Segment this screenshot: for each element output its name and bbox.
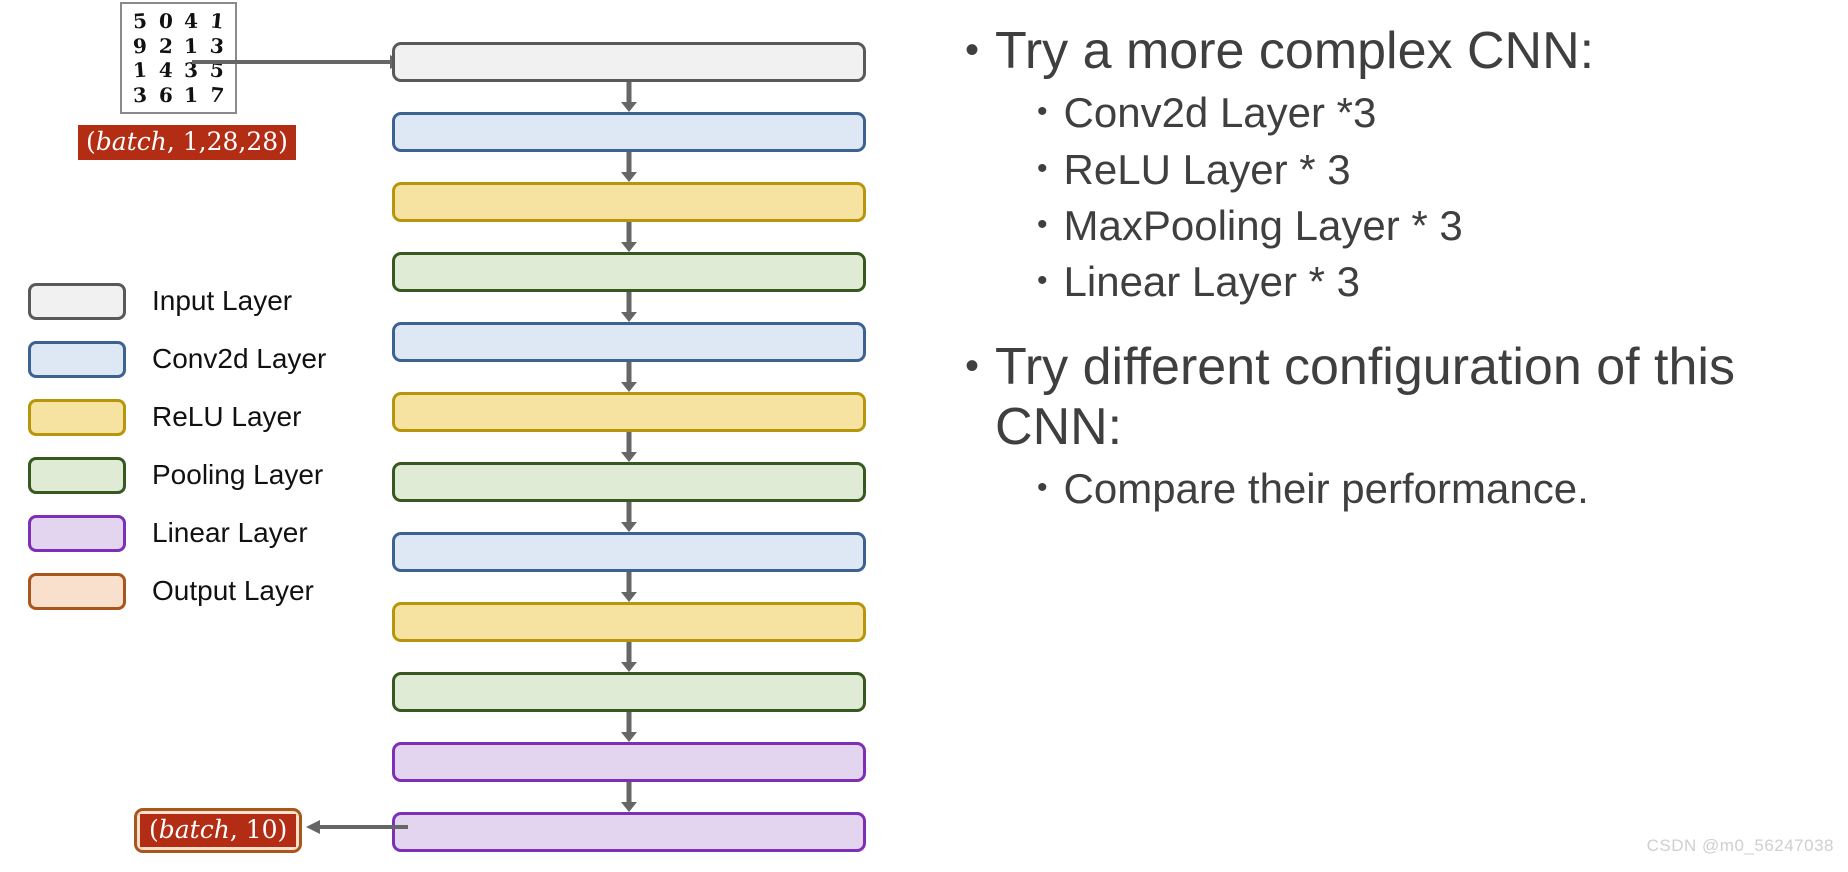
bullet-group: • Try a more complex CNN: • Conv2d Layer *3… [965,22,1825,310]
layer-flow-arrow [621,712,637,742]
input-shape-badge: (batch, 1,28,28) [78,125,296,160]
layer-box-relu[interactable] [392,182,866,222]
mnist-digit: 6 [158,82,174,107]
layer-flow-arrow [621,782,637,812]
bullet-level2-text: MaxPooling Layer * 3 [1063,201,1463,249]
layer-flow-arrow [621,362,637,392]
input-shape-italic: batch [95,127,167,156]
legend-label: ReLU Layer [152,401,302,432]
bullet-dot-icon: • [1037,151,1048,185]
layer-box-pooling[interactable] [392,252,866,292]
mnist-digit: 3 [132,82,148,108]
layer-box-relu[interactable] [392,392,866,432]
legend-swatch [28,572,126,610]
legend-swatch [28,398,126,436]
bullet-dot-icon: • [1037,207,1048,241]
bullet-dot-icon: • [1037,264,1048,298]
mnist-digit: 0 [158,9,174,34]
legend-swatch [28,456,126,494]
bullet-level2-text: Linear Layer * 3 [1063,258,1361,306]
layer-box-linear[interactable] [392,742,866,782]
legend-label: Input Layer [152,285,293,316]
bullet-level1-text: Try a more complex CNN: [995,22,1595,80]
layer-flow-arrow [621,222,637,252]
legend-row: Linear Layer [28,504,326,562]
layer-box-linear[interactable] [392,812,866,852]
legend-row: Pooling Layer [28,446,326,504]
output-shape-rest: , 10) [229,815,288,844]
layer-flow-arrow [621,502,637,532]
bullet-level2: • Compare their performance. [1037,461,1825,517]
layer-box-conv[interactable] [392,322,866,362]
layer-box-input[interactable] [392,42,866,82]
bullet-level2: • MaxPooling Layer * 3 [1037,198,1825,254]
legend-swatch [28,514,126,552]
bullet-dot-icon: • [965,344,980,389]
mnist-digit: 1 [183,82,199,107]
legend-swatch [28,340,126,378]
layer-flow-arrow [621,152,637,182]
legend-label: Linear Layer [152,517,308,548]
layer-flow-arrow [621,432,637,462]
bullet-level1: • Try different configuration of this CNN… [965,338,1825,457]
layer-box-relu[interactable] [392,602,866,642]
bullet-level2: • ReLU Layer * 3 [1037,142,1825,198]
bullet-level2: • Conv2d Layer *3 [1037,85,1825,141]
output-shape-italic: batch [158,815,230,844]
layer-box-conv[interactable] [392,112,866,152]
bullet-level1-text: Try different configuration of this CNN: [995,338,1735,456]
bullet-level2-text: Conv2d Layer *3 [1063,89,1377,137]
legend-swatch [28,282,126,320]
mnist-digit: 4 [158,57,174,83]
output-shape-badge-wrapper: (batch, 10) [134,808,303,853]
layer-box-pooling[interactable] [392,462,866,502]
bullet-group: • Try different configuration of this CNN… [965,338,1825,517]
mnist-digit: 2 [158,33,174,59]
bullet-list-panel: • Try a more complex CNN: • Conv2d Layer *3… [965,22,1825,517]
bullet-dot-icon: • [1037,470,1048,504]
mnist-digit: 5 [132,8,148,34]
input-shape-rest: , 1,28,28) [166,127,288,156]
layer-flow-arrow [621,572,637,602]
legend-row: ReLU Layer [28,388,326,446]
mnist-digit: 7 [208,81,226,108]
legend-label: Output Layer [152,575,314,606]
bullet-level1: • Try a more complex CNN: [965,22,1825,81]
legend-row: Input Layer [28,272,326,330]
mnist-digit: 1 [132,57,148,83]
legend-label: Conv2d Layer [152,343,327,374]
layer-flow-arrow [621,642,637,672]
output-shape-badge: (batch, 10) [140,814,297,847]
bullet-level2-text: Compare their performance. [1063,464,1589,512]
mnist-digit: 9 [132,33,148,59]
layer-box-pooling[interactable] [392,672,866,712]
legend-row: Conv2d Layer [28,330,326,388]
legend-row: Output Layer [28,562,326,620]
bullet-level2-text: ReLU Layer * 3 [1063,145,1351,193]
watermark: CSDN @m0_56247038 [1646,836,1834,855]
bullet-dot-icon: • [965,28,980,72]
bullet-level2: • Linear Layer * 3 [1037,254,1825,310]
layer-box-conv[interactable] [392,532,866,572]
bullet-dot-icon: • [1037,95,1048,129]
output-connector-arrow [306,820,408,834]
layer-flow-arrow [621,292,637,322]
legend-label: Pooling Layer [152,459,324,490]
layer-flow-arrow [621,82,637,112]
